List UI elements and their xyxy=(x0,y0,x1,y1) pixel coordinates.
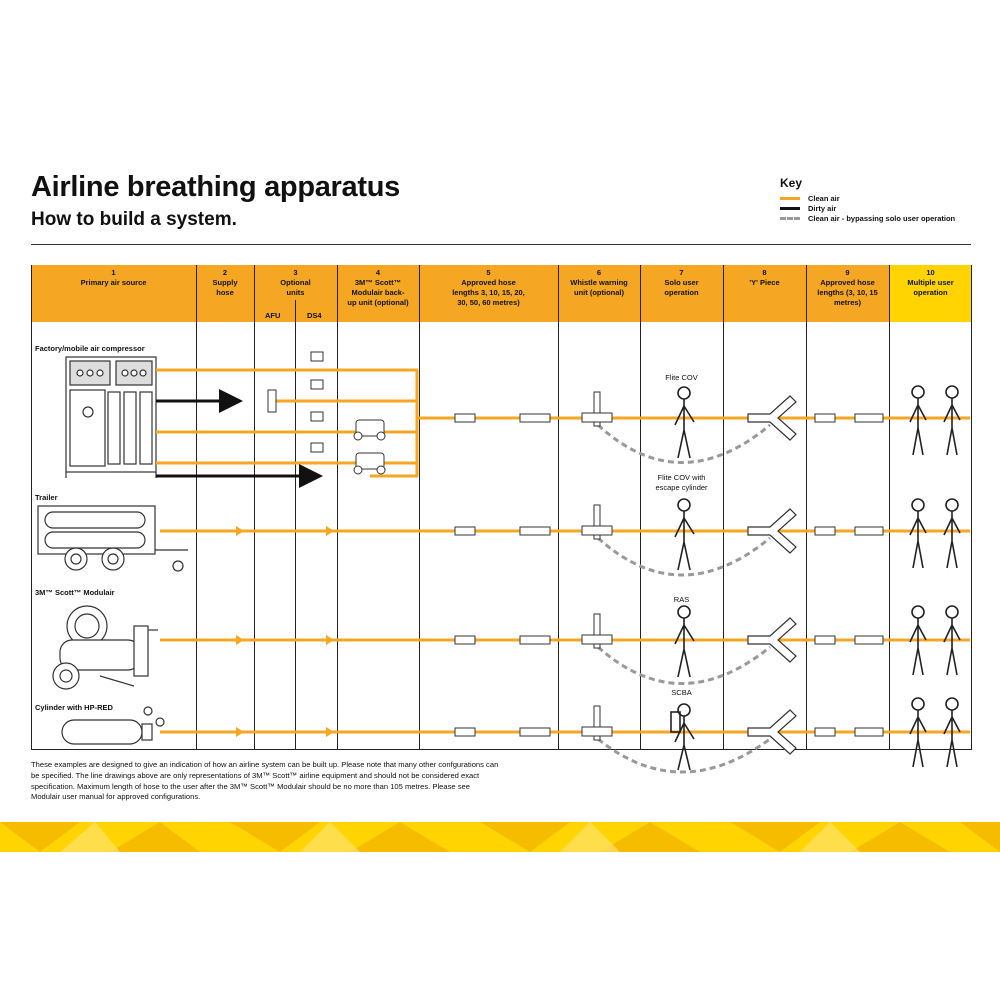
column-label: Multiple user operation xyxy=(907,278,954,297)
multiple-user-figures xyxy=(909,385,961,768)
main-air-lines xyxy=(160,416,970,734)
table-bottom-line xyxy=(31,749,972,750)
page-subtitle: How to build a system. xyxy=(31,209,237,230)
column-label: 'Y' Piece xyxy=(749,278,780,287)
key-item-clean-air: Clean air xyxy=(780,194,840,203)
key-label: Clean air xyxy=(808,194,840,203)
column-number: 9 xyxy=(845,268,850,277)
bypass-lines xyxy=(596,423,771,774)
key-item-dirty-air: Dirty air xyxy=(780,204,836,213)
dirty-air-line-icon xyxy=(780,207,800,210)
afu-label: AFU xyxy=(265,311,281,320)
table-header xyxy=(31,265,972,322)
modulair-icon xyxy=(52,605,158,690)
row-label-trailer: Trailer xyxy=(35,493,58,502)
ds4-unit-icon xyxy=(310,351,324,453)
row-label-cylinder: Cylinder with HP-RED xyxy=(35,703,113,712)
column-number: 1 xyxy=(111,268,116,277)
footnote: These examples are designed to give an i… xyxy=(31,760,499,802)
column-label: Supply hose xyxy=(212,278,238,297)
decorative-band xyxy=(0,822,1000,852)
cylinder-icon xyxy=(61,706,165,745)
column-label: Whistle warning unit (optional) xyxy=(570,278,628,297)
column-number: 8 xyxy=(762,268,767,277)
grid-line xyxy=(723,265,724,750)
column-label: Approved hose lengths (3, 10, 15 metres) xyxy=(817,278,878,307)
grid-line xyxy=(558,265,559,750)
solo-user-figure xyxy=(670,386,695,771)
key-label: Dirty air xyxy=(808,204,837,213)
grid-line xyxy=(640,265,641,750)
bypass-line-icon xyxy=(780,217,800,220)
column-number: 2 xyxy=(222,268,228,277)
user-label-ras: RAS xyxy=(673,595,690,604)
hose-fittings xyxy=(454,413,884,737)
grid-line xyxy=(889,265,890,750)
grid-line xyxy=(295,300,296,750)
key-title: Key xyxy=(780,176,803,190)
modulair-backup-icon xyxy=(353,419,386,475)
user-label-scba: SCBA xyxy=(671,688,692,697)
grid-line xyxy=(337,265,338,750)
page-title: Airline breathing apparatus xyxy=(31,171,400,203)
column-number: 4 xyxy=(375,268,381,277)
column-number: 7 xyxy=(679,268,684,277)
grid-line xyxy=(419,265,420,750)
column-number: 3 xyxy=(293,268,298,277)
user-label-flite-cov: Flite COV xyxy=(665,373,698,382)
clean-air-line-icon xyxy=(780,197,800,200)
column-number: 5 xyxy=(486,268,491,277)
grid-line xyxy=(31,265,32,750)
whistle-unit-icon xyxy=(581,391,613,741)
afu-unit-icon xyxy=(267,389,277,413)
row-label-compressor: Factory/mobile air compressor xyxy=(35,344,145,353)
column-label: 3M™ Scott™ Modulair back-up unit (option… xyxy=(347,278,409,307)
key-label: Clean air - bypassing solo user operatio… xyxy=(808,214,956,223)
column-number: 10 xyxy=(926,268,935,277)
y-piece-icon xyxy=(747,395,797,755)
grid-line xyxy=(806,265,807,750)
row-label-modulair: 3M™ Scott™ Modulair xyxy=(35,588,115,597)
grid-line xyxy=(971,265,972,750)
key-item-bypass: Clean air - bypassing solo user operatio… xyxy=(780,214,955,223)
column-label: Approved hose lengths 3, 10, 15, 20, 30,… xyxy=(452,278,525,307)
column-label: Solo user operation xyxy=(664,278,699,297)
compressor-icon xyxy=(65,356,157,478)
user-label-flite-cov-escape: Flite COV with escape cylinder xyxy=(655,473,708,492)
ds4-label: DS4 xyxy=(307,311,322,320)
column-label: Optional units xyxy=(280,278,311,297)
flow-arrows xyxy=(236,526,334,737)
column-label: Primary air source xyxy=(80,278,147,287)
title-divider xyxy=(31,244,971,245)
trailer-icon xyxy=(37,505,188,572)
grid-line xyxy=(196,265,197,750)
column-header-8: 8'Y' Piece xyxy=(723,265,806,322)
grid-line xyxy=(254,265,255,750)
column-number: 6 xyxy=(596,268,602,277)
